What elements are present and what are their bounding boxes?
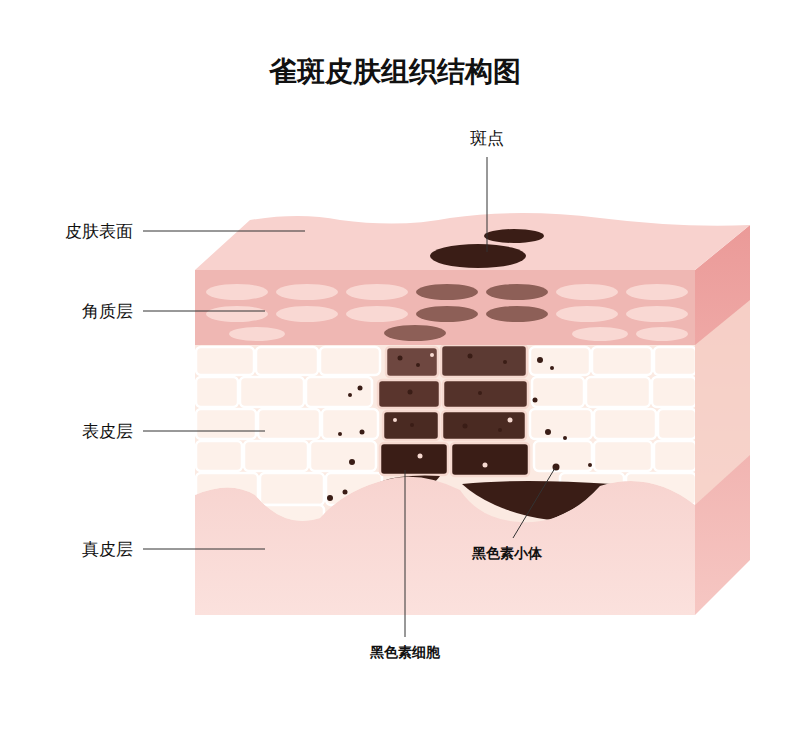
part-label: 真皮层	[82, 539, 133, 559]
part-label: 斑点	[470, 128, 504, 148]
part-label: 黑色素细胞	[370, 644, 440, 661]
part-label: 表皮层	[82, 421, 133, 441]
part-label: 角质层	[82, 301, 133, 321]
freckle-spot	[430, 244, 526, 268]
part-label: 黑色素小体	[472, 545, 542, 562]
skin-surface	[195, 213, 750, 270]
part-label: 皮肤表面	[65, 221, 133, 241]
side-epidermis	[695, 300, 750, 505]
corneum-cells	[206, 284, 688, 341]
leader-lines	[143, 157, 555, 637]
dermis	[195, 270, 695, 615]
block-side	[695, 225, 750, 615]
stratum-corneum	[195, 270, 695, 345]
freckle-spot	[484, 229, 544, 243]
epidermis	[195, 345, 696, 535]
title: 雀斑皮肤组织结构图	[269, 55, 521, 89]
